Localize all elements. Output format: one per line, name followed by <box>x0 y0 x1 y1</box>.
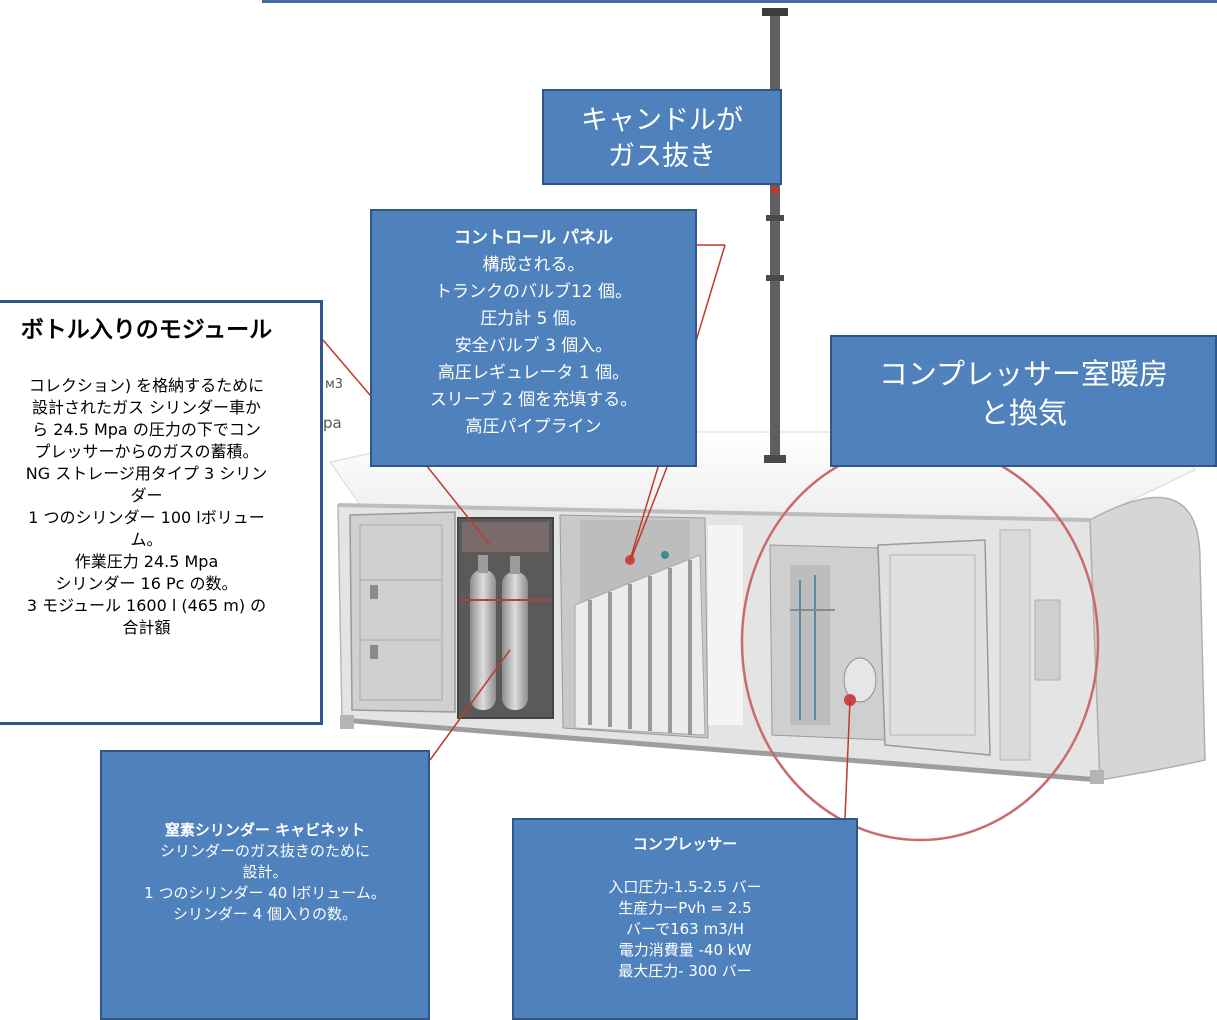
background-fragment-m3: м3 <box>325 377 343 392</box>
container-end <box>1089 496 1206 781</box>
nitrogen-title: 窒素シリンダー キャビネット <box>164 821 366 839</box>
control-panel-callout: コントロール パネル 構成される。 トランクのバルブ12 個。 圧力計 5 個。… <box>370 209 697 467</box>
bottle-module-line: ム。 <box>130 530 163 549</box>
candle-callout: キャンドルが ガス抜き <box>542 89 782 185</box>
nitrogen-line: シリンダー 4 個入りの数。 <box>172 905 358 923</box>
candle-mast <box>770 12 780 462</box>
nitrogen-line: 設計。 <box>242 863 288 881</box>
bottle-module-line: ら 24.5 Mpa の圧力の下でコン <box>32 420 261 439</box>
bottle-module-line: コレクション) を格納するために <box>28 376 265 395</box>
compressor-line: 最大圧力- 300 バー <box>618 962 752 980</box>
bottle-module-line: 3 モジュール 1600 l (465 m) の <box>26 596 267 615</box>
background-fragment-pa: pa <box>323 414 342 432</box>
control-panel-line: 高圧レギュレータ 1 個。 <box>437 363 630 383</box>
control-panel-line: トランクのバルブ12 個。 <box>434 282 633 302</box>
heating-line-2: と換気 <box>979 396 1067 430</box>
bottle-module-line: 1 つのシリンダー 100 lボリュー <box>28 508 265 527</box>
bottle-module-line: ダー <box>130 486 163 505</box>
gas-cylinder <box>502 572 528 710</box>
bottle-module-title: ボトル入りのモジュール <box>20 317 273 343</box>
heating-line-1: コンプレッサー室暖房 <box>878 357 1169 391</box>
control-panel-line: 構成される。 <box>482 255 585 275</box>
control-panel-line: スリーブ 2 個を充填する。 <box>429 390 638 410</box>
control-panel-line: 高圧パイプライン <box>465 417 602 437</box>
left-door <box>349 511 456 713</box>
bottle-module-line: シリンダー 16 Pc の数。 <box>55 574 238 593</box>
compressor-door <box>877 539 991 756</box>
bottle-module-line: プレッサーからのガスの蓄積。 <box>34 442 259 461</box>
compressor-line: 生産力ーPvh = 2.5 <box>618 899 752 917</box>
candle-line-1: キャンドルが <box>581 105 743 136</box>
bottle-module-line: 合計額 <box>122 618 171 637</box>
nitrogen-line: 1 つのシリンダー 40 lボリューム。 <box>144 884 386 902</box>
bottle-module-line: 設計されたガス シリンダー車か <box>31 398 262 417</box>
nitrogen-line: シリンダーのガス抜きのために <box>159 842 370 860</box>
bottle-module-line: 作業圧力 24.5 Mpa <box>74 552 219 571</box>
gas-cylinder <box>470 570 496 710</box>
bottle-module-callout: ボトル入りのモジュール コレクション) を格納するために 設計されたガス シリン… <box>0 300 323 725</box>
compressor-line: 電力消費量 -40 kW <box>618 941 752 959</box>
compressor-line: 入口圧力-1.5-2.5 バー <box>608 878 762 896</box>
heating-ventilation-callout: コンプレッサー室暖房 と換気 <box>830 335 1217 467</box>
compressor-title: コンプレッサー <box>632 835 738 853</box>
compressor-callout: コンプレッサー 入口圧力-1.5-2.5 バー 生産力ーPvh = 2.5 バー… <box>512 818 858 1020</box>
candle-line-2: ガス抜き <box>608 141 716 172</box>
control-panel-title: コントロール パネル <box>454 228 613 248</box>
control-panel-line: 安全バルブ 3 個入。 <box>454 336 613 356</box>
bottle-module-line: NG ストレージ用タイプ 3 シリン <box>25 464 268 483</box>
compressor-line: バーで163 m3/H <box>626 920 744 938</box>
header-rule <box>262 0 1217 3</box>
nitrogen-cabinet-callout: 窒素シリンダー キャビネット シリンダーのガス抜きのために 設計。 1 つのシリ… <box>100 750 430 1020</box>
control-panel-line: 圧力計 5 個。 <box>480 309 587 329</box>
